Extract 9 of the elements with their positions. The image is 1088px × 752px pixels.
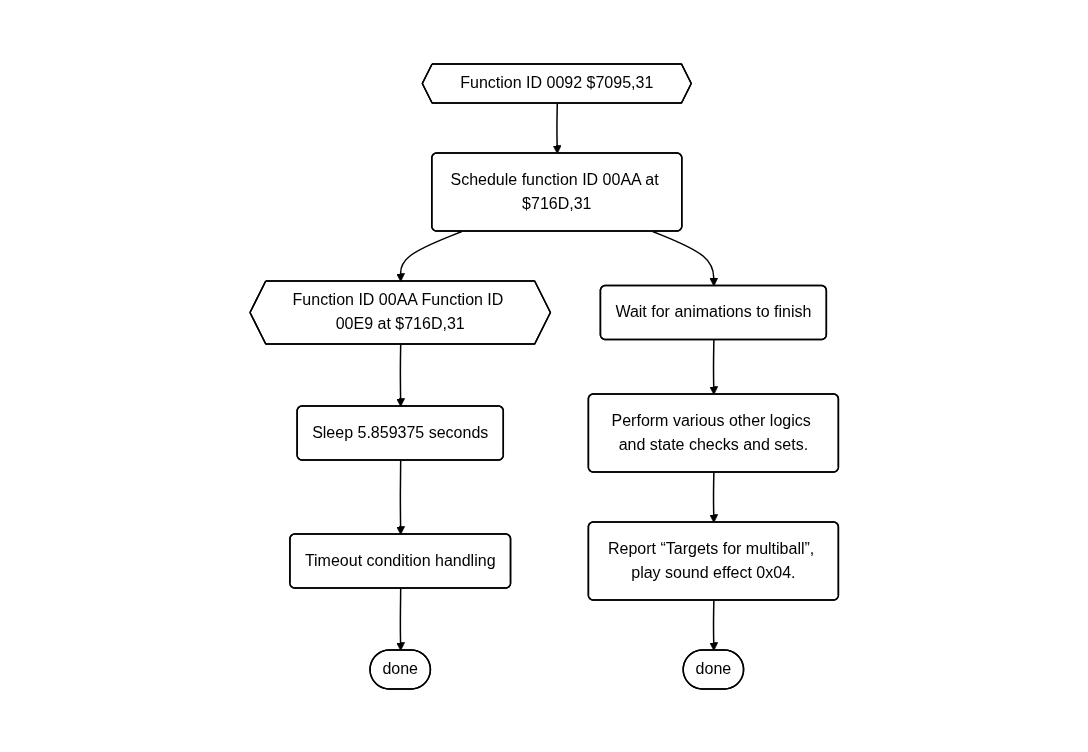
arrow <box>651 230 718 286</box>
arrow <box>395 587 405 651</box>
arrow <box>709 599 718 651</box>
arrow <box>396 459 405 535</box>
arrow <box>709 471 718 523</box>
arrow <box>709 338 718 395</box>
arrow <box>395 230 463 282</box>
arrow <box>552 102 562 154</box>
arrow <box>396 343 405 407</box>
